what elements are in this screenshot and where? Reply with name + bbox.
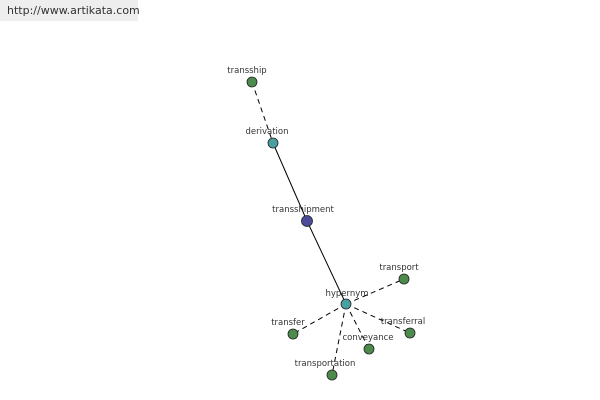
- node-transport[interactable]: transport: [379, 263, 419, 285]
- node-transportation[interactable]: transportation: [295, 359, 356, 381]
- node-circle-transferral[interactable]: [404, 327, 416, 339]
- edge-hypernym-transferral: [345, 303, 411, 334]
- node-circle-transfer[interactable]: [287, 328, 299, 340]
- node-label-hypernym: hypernym: [325, 289, 368, 299]
- node-label-derivation: derivation: [245, 127, 288, 137]
- edge-hypernym-transport: [345, 278, 405, 305]
- node-circle-transportation[interactable]: [326, 369, 338, 381]
- node-circle-conveyance[interactable]: [363, 343, 375, 355]
- node-label-transportation: transportation: [295, 359, 356, 369]
- node-label-transferral: transferral: [381, 317, 425, 327]
- node-transferral[interactable]: transferral: [381, 317, 425, 339]
- node-label-transfer: transfer: [271, 318, 305, 328]
- watermark-url: http://www.artikata.com: [0, 0, 140, 21]
- node-conveyance[interactable]: conveyance: [342, 333, 394, 355]
- node-derivation[interactable]: derivation: [245, 127, 289, 149]
- node-circle-transship[interactable]: [246, 76, 258, 88]
- edge-hypernym-transportation: [331, 303, 347, 376]
- node-transship[interactable]: transship: [227, 66, 267, 88]
- node-circle-transport[interactable]: [398, 273, 410, 285]
- edge-derivation-transshipment: [272, 142, 308, 222]
- node-circle-transshipment[interactable]: [301, 215, 313, 227]
- node-transfer[interactable]: transfer: [271, 318, 305, 340]
- node-hypernym[interactable]: hypernym: [325, 289, 369, 310]
- node-label-transport: transport: [379, 263, 419, 273]
- node-label-transshipment: transshipment: [272, 205, 334, 215]
- nodes-layer: transship derivation transshipment hypernym…: [227, 66, 425, 381]
- edges-layer: [251, 81, 411, 376]
- edge-transship-derivation: [251, 81, 274, 144]
- node-transshipment[interactable]: transshipment: [272, 205, 334, 227]
- node-circle-hypernym[interactable]: [340, 298, 352, 310]
- node-label-conveyance: conveyance: [342, 333, 393, 343]
- edge-transshipment-hypernym: [306, 220, 347, 305]
- node-label-transship: transship: [227, 66, 266, 76]
- node-circle-derivation[interactable]: [267, 137, 279, 149]
- edge-hypernym-transfer: [292, 303, 347, 335]
